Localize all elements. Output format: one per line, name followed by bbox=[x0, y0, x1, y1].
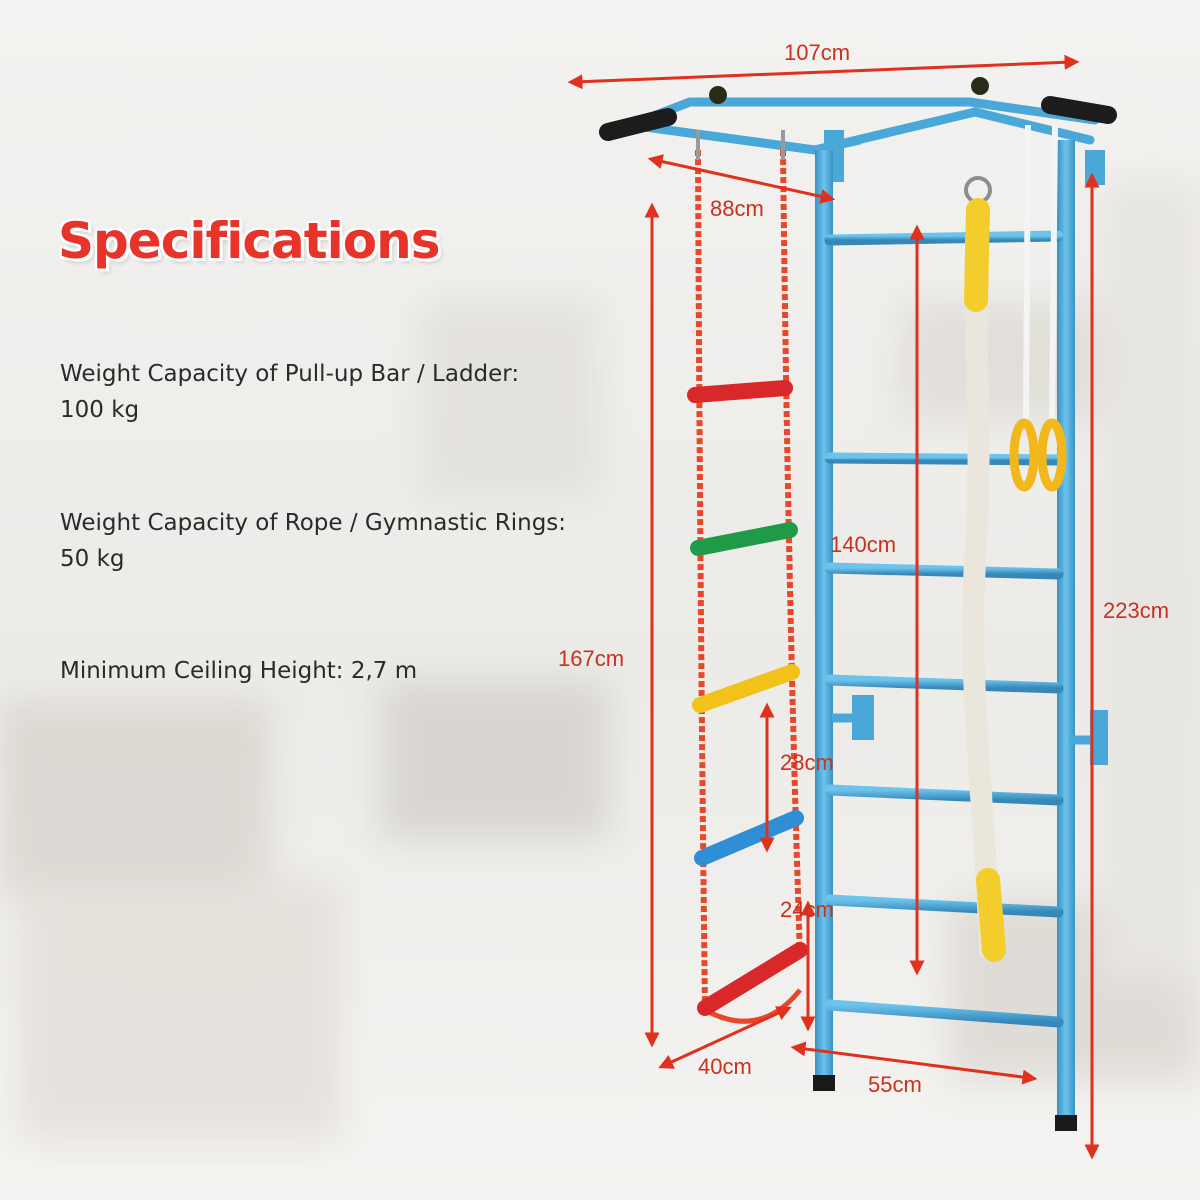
spec-value: 50 kg bbox=[60, 546, 125, 572]
spec-value: 100 kg bbox=[60, 397, 140, 423]
dimension-label-depth-top: 88cm bbox=[710, 196, 764, 221]
climbing-rope bbox=[962, 176, 1006, 962]
spec-rope-capacity: Weight Capacity of Rope / Gymnastic Ring… bbox=[60, 505, 566, 577]
page-title: Specifications bbox=[58, 212, 441, 270]
dimension-label-rung-spacing: 28cm bbox=[780, 750, 834, 775]
spec-label: Minimum Ceiling Height: 2,7 m bbox=[60, 658, 418, 684]
dimension-label-total-height: 223cm bbox=[1103, 598, 1170, 623]
rope-ladder bbox=[687, 130, 808, 1024]
pull-up-bar-frame bbox=[625, 97, 1105, 185]
spec-label: Weight Capacity of Pull-up Bar / Ladder: bbox=[60, 361, 520, 387]
dimension-label-width-top: 107cm bbox=[784, 40, 851, 65]
spec-ceiling-height: Minimum Ceiling Height: 2,7 m bbox=[60, 653, 417, 689]
dimension-label-rope-ladder-width: 40cm bbox=[698, 1054, 752, 1079]
dimension-label-bottom-rung: 24cm bbox=[780, 897, 834, 922]
spec-label: Weight Capacity of Rope / Gymnastic Ring… bbox=[60, 510, 567, 536]
gymnastic-rings bbox=[1009, 124, 1067, 492]
dimension-label-frame-width: 55cm bbox=[868, 1072, 922, 1097]
dimension-label-climbing-rope: 140cm bbox=[830, 532, 897, 557]
dimension-lines bbox=[567, 54, 1100, 1160]
foam-grips bbox=[599, 77, 1117, 141]
dimension-label-rope-ladder-height: 167cm bbox=[558, 646, 625, 671]
spec-pullup-capacity: Weight Capacity of Pull-up Bar / Ladder:… bbox=[60, 356, 519, 428]
wall-bars-ladder bbox=[813, 140, 1108, 1131]
